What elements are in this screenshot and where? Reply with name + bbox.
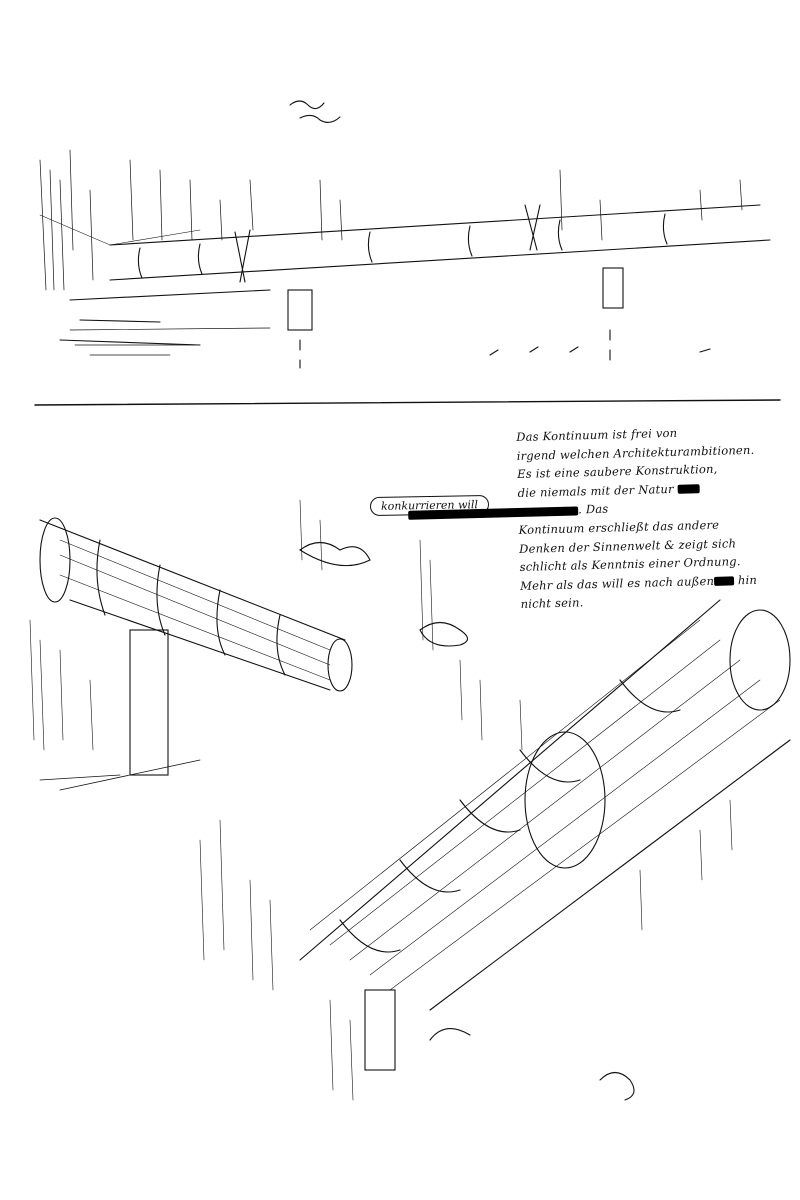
redaction-bar: [714, 576, 735, 587]
note-text: Mehr als das will es nach außen: [519, 573, 715, 593]
redaction-bar: [408, 506, 579, 520]
note-text: hin: [737, 572, 758, 587]
bottom-sketch-pipeline-perspective: [29, 499, 791, 1101]
note-text: . Das: [577, 501, 609, 517]
note-text: die niemals mit der Natur: [517, 481, 674, 500]
redaction-bar: [677, 484, 700, 495]
top-sketch-pipeline-bridge: [34, 100, 781, 406]
handwritten-annotation: Das Kontinuum ist frei von irgend welche…: [408, 421, 800, 614]
